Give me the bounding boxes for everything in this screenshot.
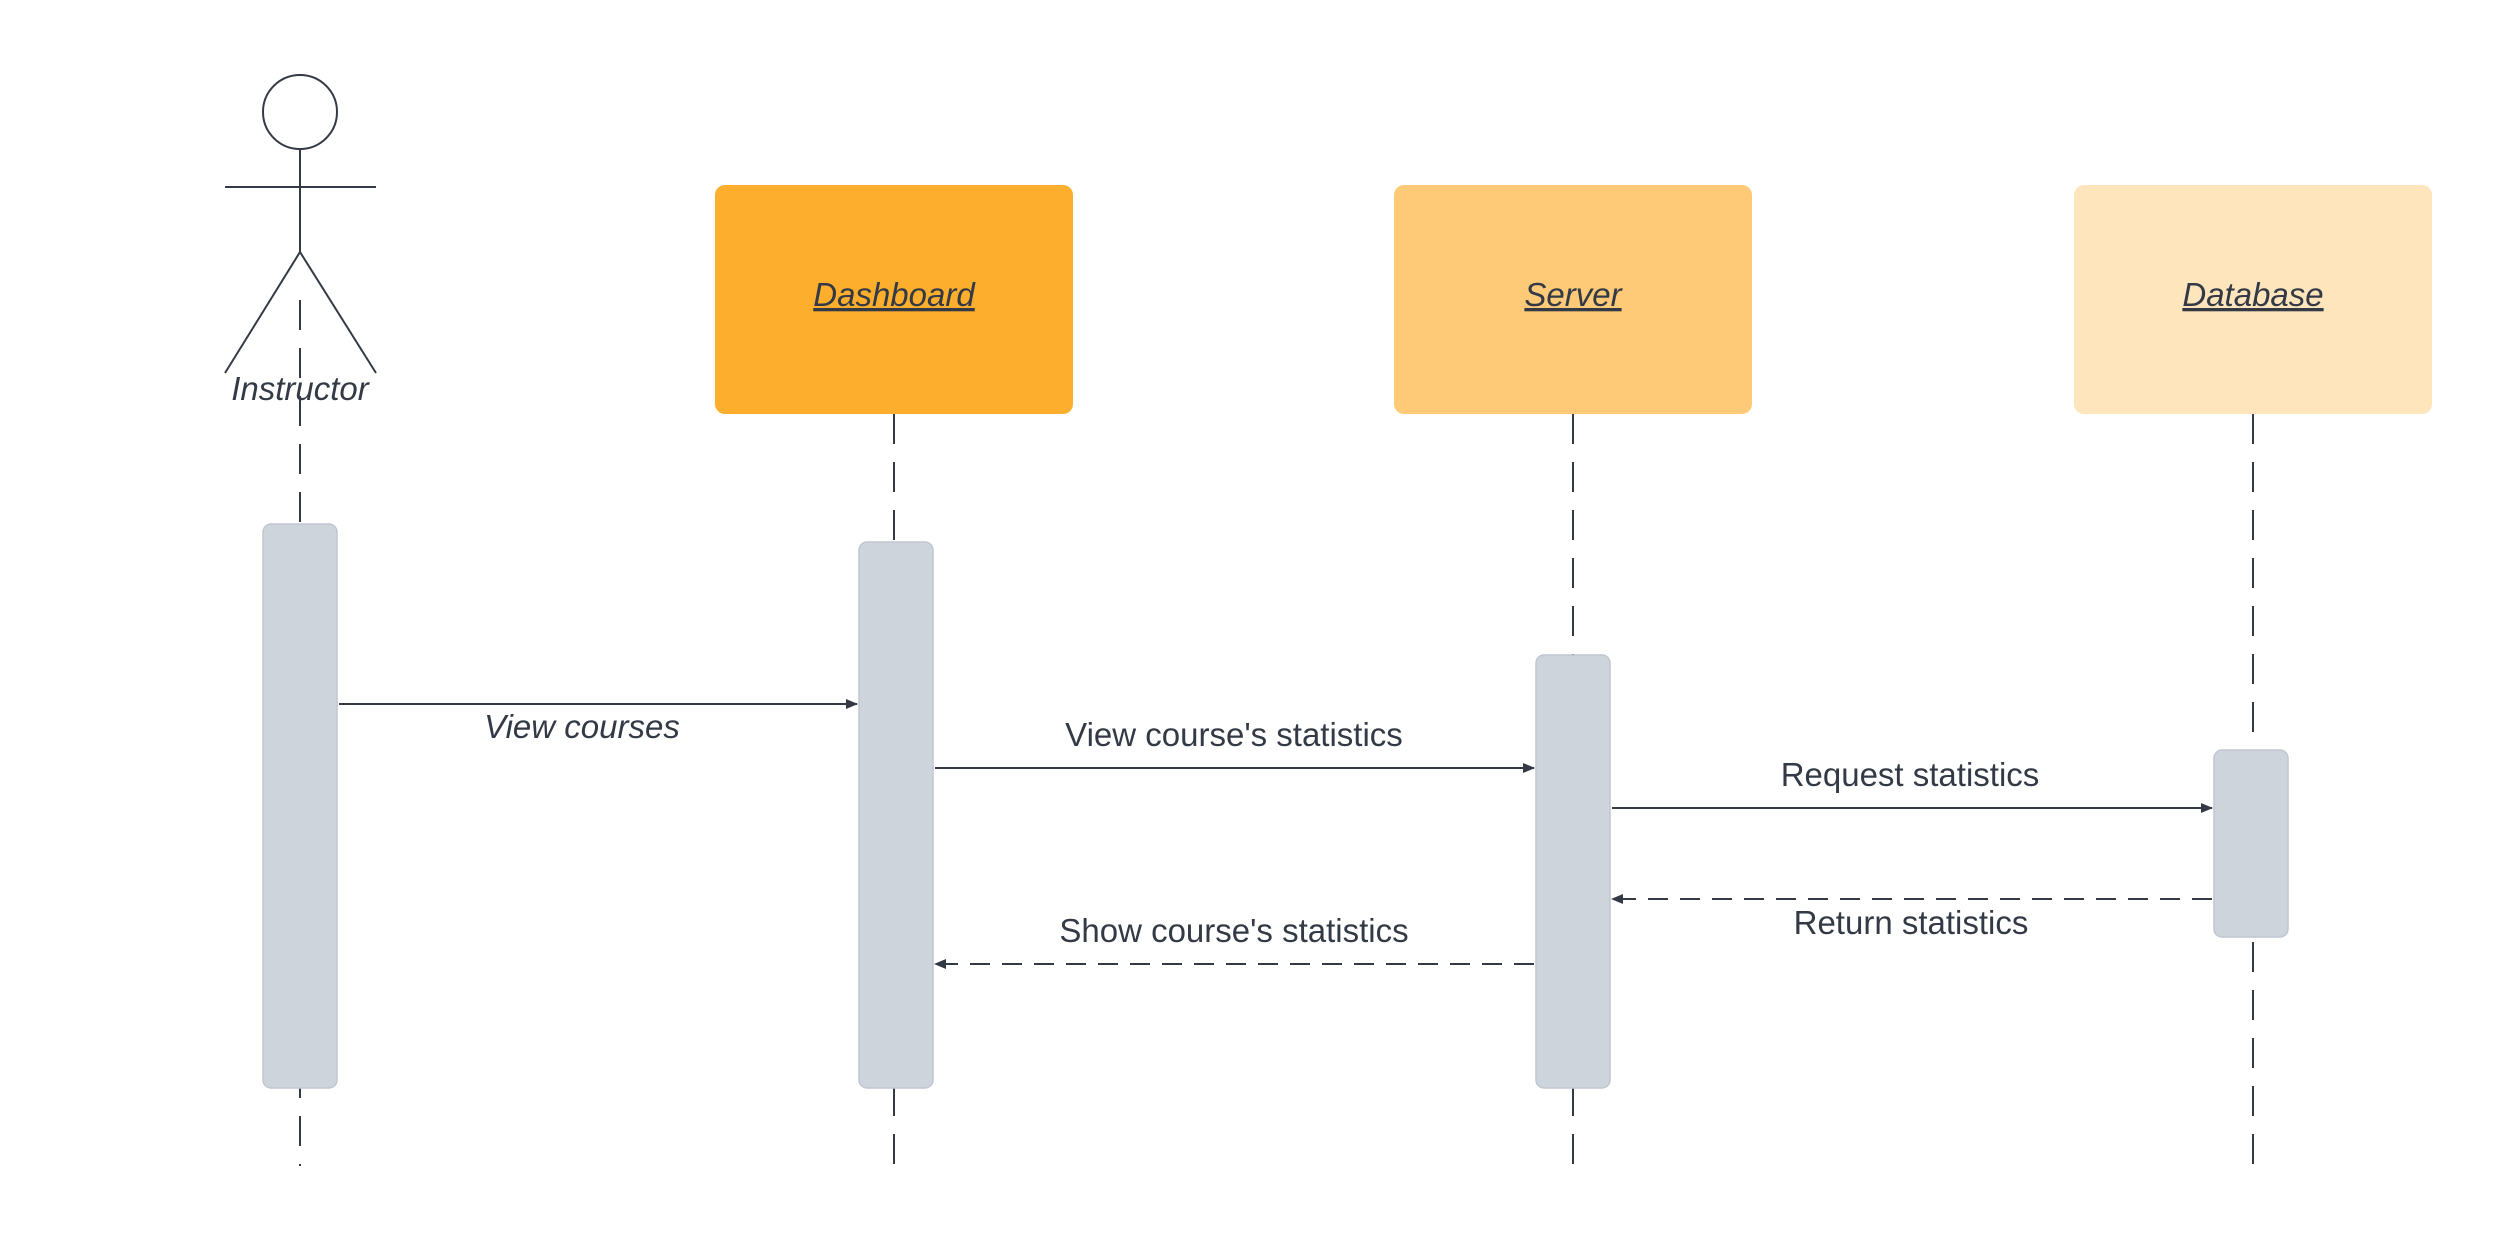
dashboard-label: Dashboard [813,276,976,313]
message-request-statistics[interactable]: Request statistics [1612,756,2213,813]
server-box [1394,185,1752,414]
database-label: Database [2182,276,2323,313]
server-object[interactable]: Server [1394,185,1752,414]
message-view-course-statistics[interactable]: View course's statistics [935,716,1535,773]
server-label: Server [1524,276,1623,313]
database-activation[interactable] [2213,749,2289,938]
dashboard-activation[interactable] [858,541,934,1089]
server-activation[interactable] [1535,654,1611,1089]
view-courses-label: View courses [484,708,680,745]
actor-head-icon [262,74,338,150]
message-show-course-statistics[interactable]: Show course's statistics [934,912,1534,969]
actor-name: Instructor [231,370,371,407]
dashboard-box [715,185,1073,414]
instructor-actor[interactable]: Instructor [224,74,377,407]
database-box [2074,185,2432,414]
database-object[interactable]: Database [2074,185,2432,414]
message-return-statistics[interactable]: Return statistics [1611,894,2212,941]
instructor-activation[interactable] [262,523,338,1089]
view-stats-label: View course's statistics [1065,716,1403,753]
show-stats-label: Show course's statistics [1059,912,1408,949]
dashboard-object[interactable]: Dashboard [715,185,1073,414]
message-view-courses[interactable]: View courses [339,699,858,745]
return-stats-label: Return statistics [1794,904,2029,941]
request-stats-label: Request statistics [1781,756,2040,793]
